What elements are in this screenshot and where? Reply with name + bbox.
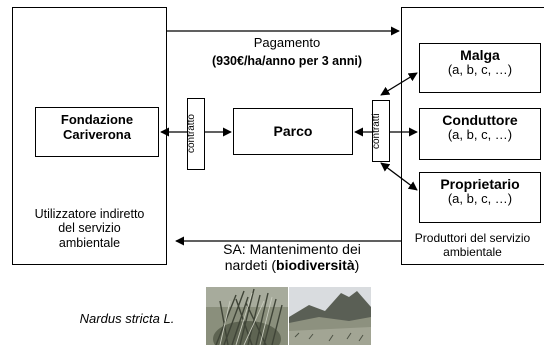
- malga-title: Malga: [460, 47, 500, 63]
- fondazione-box: [35, 107, 159, 157]
- fondazione-label-line2: Cariverona: [63, 126, 131, 142]
- indirect-user-caption-line3: ambientale: [58, 235, 121, 250]
- proprietario-sub: (a, b, c, …): [447, 191, 513, 207]
- malga-label: Malga (a, b, c, …): [419, 47, 541, 78]
- conduttore-sub: (a, b, c, …): [447, 127, 513, 143]
- fondazione-label-line1: Fondazione: [60, 112, 134, 127]
- parco-box: [233, 108, 353, 155]
- producers-caption-line2: ambientale: [443, 244, 502, 259]
- conduttore-title: Conduttore: [442, 112, 518, 128]
- indirect-user-caption: Utilizzatore indiretto del servizio ambi…: [12, 207, 167, 250]
- proprietario-title: Proprietario: [440, 176, 520, 192]
- producers-caption: Produttori del servizio ambientale: [401, 231, 544, 260]
- service-label: SA: Mantenimento dei nardeti (biodiversi…: [192, 241, 392, 273]
- proprietario-box: [419, 172, 541, 223]
- producers-caption-line1: Produttori del servizio: [414, 231, 531, 245]
- contratti-box: [372, 100, 390, 162]
- conduttore-label: Conduttore (a, b, c, …): [419, 112, 541, 143]
- payment-label-line2: (930€/ha/anno per 3 anni): [211, 53, 363, 68]
- indirect-user-caption-line2: del servizio: [58, 221, 121, 236]
- service-label-line2-post: ): [354, 257, 360, 274]
- contratto-box: [187, 98, 205, 170]
- conduttore-box: [419, 108, 541, 160]
- malga-box: [419, 43, 541, 93]
- indirect-user-caption-line1: Utilizzatore indiretto: [34, 207, 145, 221]
- malga-sub: (a, b, c, …): [447, 62, 513, 78]
- payment-label-line1: Pagamento: [253, 35, 321, 50]
- service-label-line2-pre: nardeti (: [224, 257, 277, 274]
- contratto-label: contratto: [186, 114, 197, 154]
- service-label-line2: nardeti (biodiversità): [192, 257, 392, 273]
- species-caption: Nardus stricta L.: [79, 311, 175, 326]
- nardeto-landscape-photo: [289, 287, 371, 345]
- nardus-grass-photo: [206, 287, 288, 345]
- parco-label: Parco: [273, 123, 313, 139]
- proprietario-label: Proprietario (a, b, c, …): [419, 176, 541, 207]
- service-label-line1: SA: Mantenimento dei: [223, 241, 361, 257]
- contratti-label: contratti: [371, 113, 382, 149]
- service-label-line2-bold: biodiversità: [276, 257, 355, 274]
- fondazione-label: Fondazione Cariverona: [35, 112, 159, 143]
- payment-label: Pagamento (930€/ha/anno per 3 anni): [182, 35, 392, 68]
